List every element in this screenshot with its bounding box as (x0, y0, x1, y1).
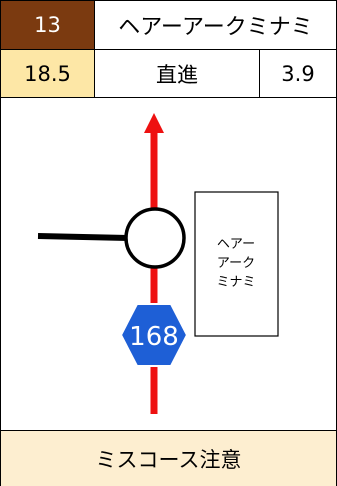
intersection-diagram: ヘアー アーク ミナミ 168 (1, 98, 336, 430)
intersection-circle (124, 207, 186, 269)
landmark-line-1: ヘアー (217, 237, 255, 252)
route-number: 168 (129, 322, 179, 352)
side-road (37, 233, 130, 241)
landmark-box (194, 191, 279, 337)
route-sign-icon (119, 303, 189, 367)
landmark-line-3: ミナミ (216, 275, 255, 290)
note-text: ミスコース注意 (95, 447, 242, 472)
cumulative-distance: 18.5 (1, 50, 95, 97)
checkpoint-number: 13 (1, 1, 95, 49)
intersection-map: ヘアー アーク ミナミ 168 (37, 113, 279, 414)
header-row: 13 ヘアーアークミナミ (1, 1, 336, 50)
checkpoint-name: ヘアーアークミナミ (118, 15, 313, 40)
direction-instruction: 直進 (95, 50, 260, 97)
info-row: 18.5 直進 3.9 (1, 50, 336, 98)
note-banner: ミスコース注意 (1, 430, 336, 486)
landmark-line-2: アーク (217, 256, 255, 271)
interval-distance: 3.9 (281, 61, 315, 86)
straight-arrow-icon (144, 113, 164, 133)
